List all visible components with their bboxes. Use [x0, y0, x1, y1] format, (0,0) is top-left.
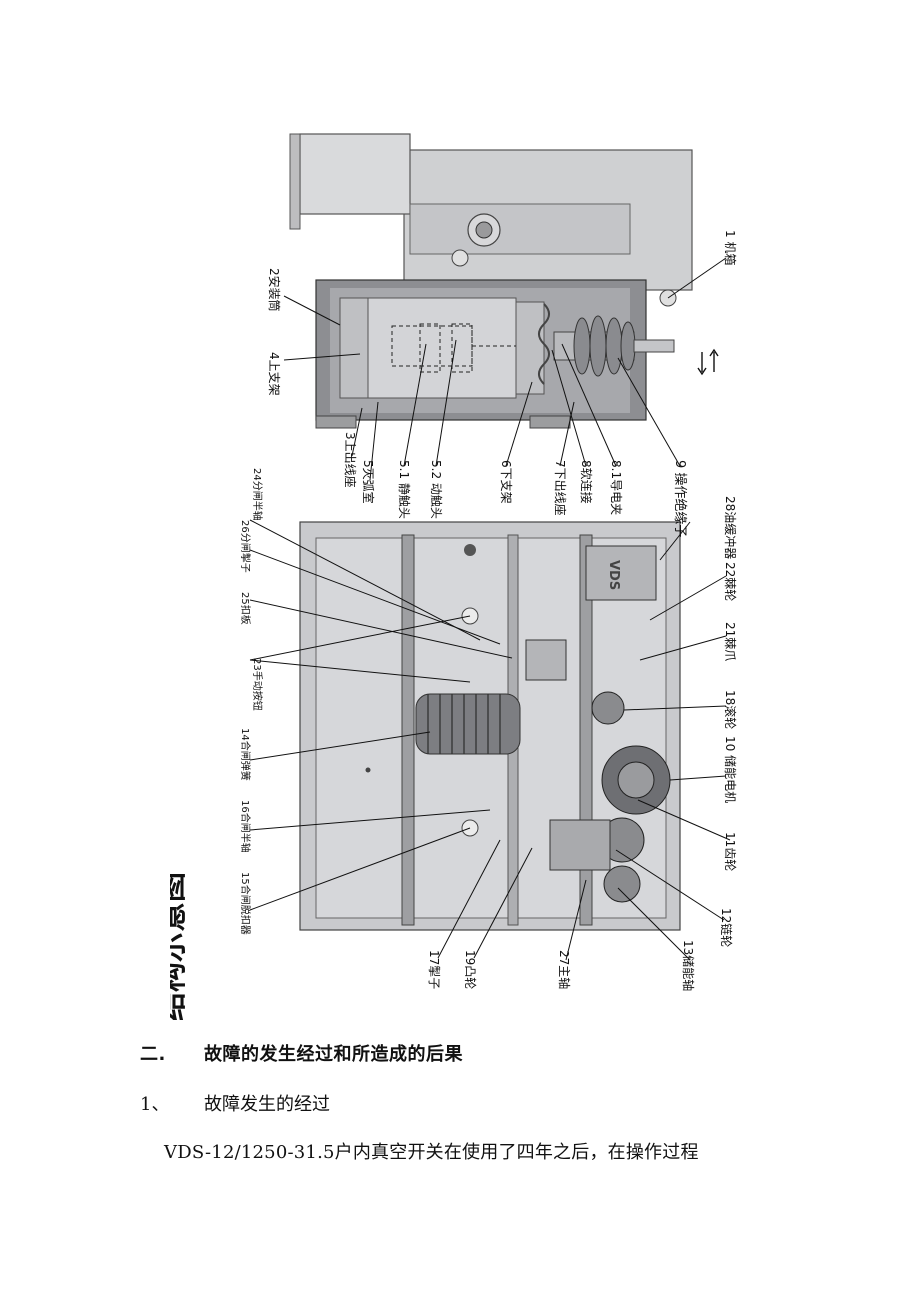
label-5-2-moving-contact: 5.2 动触头 [429, 460, 443, 519]
label-8-1-conductive-clamp: 8.1导电夹 [609, 460, 623, 515]
figure-title: 结构示意图 [170, 872, 190, 1020]
label-26-opening-latch: 26分闸掣子 [239, 520, 252, 573]
vds-nameplate: VDS [606, 560, 621, 590]
label-21-pawl: 21棘爪 [723, 622, 737, 661]
label-9-operating-insulator: 9 操作绝缘子 [672, 460, 688, 537]
section-number: 二. [140, 1044, 166, 1065]
label-14-closing-spring: 14合闸弹簧 [239, 728, 252, 781]
label-7-lower-terminal: 7下出线座 [553, 460, 568, 516]
label-10-charging-motor: 10 储能电机 [723, 736, 738, 803]
subsection-heading: 1、 故障发生的经过 [140, 1090, 330, 1116]
label-4-upper-bracket: 4上支架 [267, 352, 281, 396]
label-11-gear: 11齿轮 [723, 832, 737, 871]
label-5-1-fixed-contact: 5.1 静触头 [397, 460, 411, 519]
label-17-latch: 17掣子 [427, 950, 441, 989]
pole-assembly-drawing [289, 133, 719, 429]
label-6-lower-bracket: 6下支架 [499, 460, 513, 504]
mechanism-drawing [299, 521, 681, 931]
label-3-upper-terminal: 3上出线座 [343, 432, 358, 488]
label-23-manual-button: 23手动按钮 [251, 658, 264, 711]
label-8-flexible-link: 8软连接 [579, 460, 594, 504]
label-12-sprocket: 12链轮 [719, 908, 734, 947]
section-heading: 二. 故障的发生经过和所造成的后果 [140, 1040, 463, 1066]
label-28-oil-buffer: 28油缓冲器 [723, 496, 738, 559]
label-22-ratchet: 22棘轮 [723, 562, 737, 601]
label-2-mount-cylinder: 2安装筒 [267, 268, 282, 312]
subsection-title: 故障发生的经过 [204, 1094, 330, 1115]
label-15-closing-release: 15合闸脱扣器 [239, 872, 252, 935]
label-1-housing: 1 机箱 [723, 230, 738, 265]
label-25-buckle-plate: 25扣板 [239, 592, 252, 625]
label-5-arc-chamber: 5灭弧室 [361, 460, 376, 504]
label-16-closing-half-shaft: 16合闸半轴 [239, 800, 252, 853]
leader-lines [249, 257, 731, 961]
label-19-cam: 19凸轮 [463, 950, 477, 989]
label-18-roller: 18滚轮 [723, 690, 738, 729]
label-13-charging-shaft: 13储能轴 [681, 940, 696, 991]
subsection-number: 1、 [140, 1094, 170, 1115]
body-paragraph: VDS-12/1250-31.5户内真空开关在使用了四年之后，在操作过程 [164, 1142, 699, 1163]
structure-diagram-figure: 1 机箱 2安装筒 4上支架 3上出线座 5灭弧室 5.1 静触头 5.2 动触… [170, 120, 780, 1020]
section-title: 故障的发生经过和所造成的后果 [204, 1044, 463, 1065]
label-27-main-shaft: 27主轴 [557, 950, 572, 989]
label-24-opening-half-shaft: 24分闸半轴 [251, 468, 264, 521]
